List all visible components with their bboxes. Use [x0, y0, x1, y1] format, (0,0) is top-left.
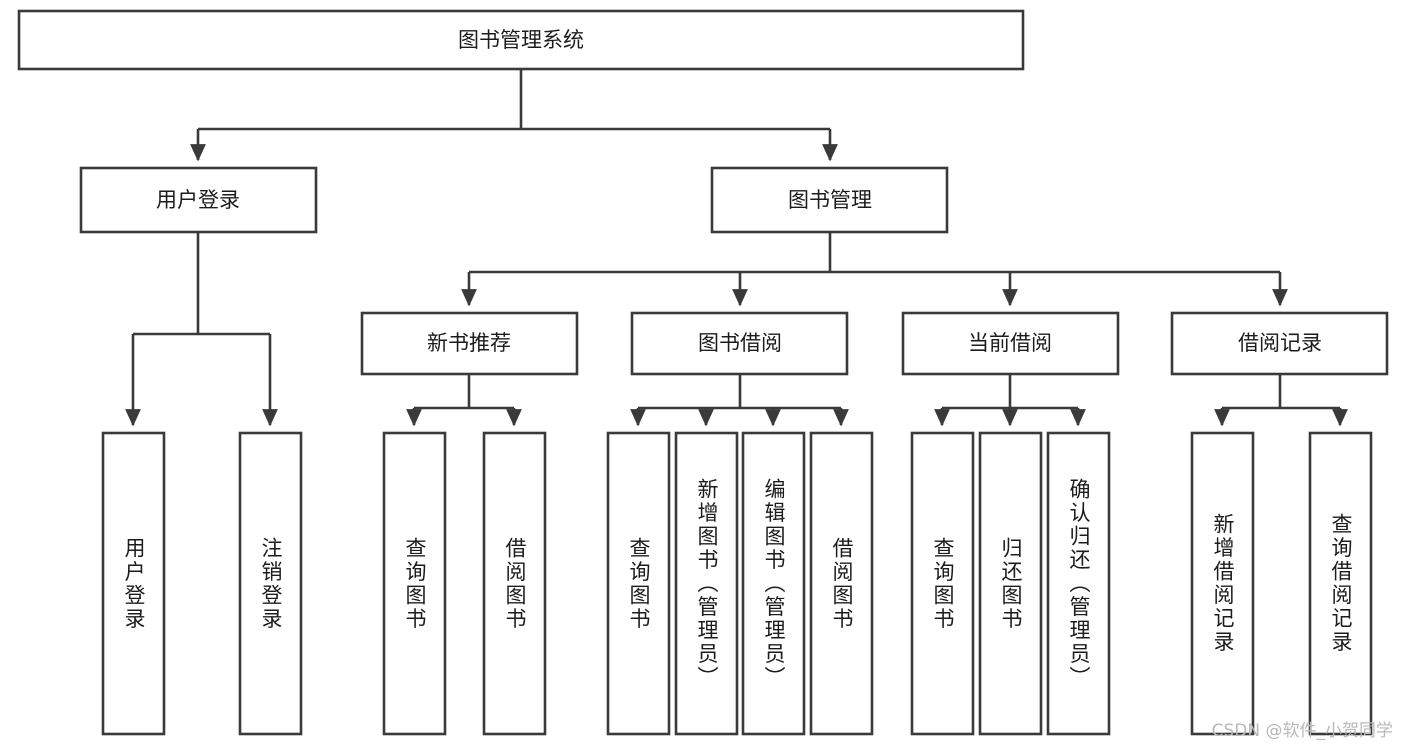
node-leaf-borrow-book-2[interactable] [809, 431, 874, 736]
node-leaf-confirm-return[interactable] [1046, 431, 1111, 736]
node-current-borrow-label: 当前借阅 [968, 331, 1052, 355]
connector-newbook-to-leaves [406, 374, 522, 427]
node-leaf-query-book-3[interactable] [910, 431, 975, 736]
connector-borrowrecord-to-leaves [1214, 374, 1348, 427]
node-leaf-add-record[interactable] [1190, 431, 1255, 736]
connector-bookmanage-to-level3 [461, 232, 1288, 307]
node-leaf-query-book-1[interactable] [382, 431, 447, 736]
connector-currentborrow-to-leaves [934, 374, 1086, 427]
node-leaf-query-book-2[interactable] [606, 431, 671, 736]
connector-userlogin-to-leaves [125, 232, 278, 427]
node-borrow-record-label: 借阅记录 [1238, 331, 1322, 355]
node-book-borrow-label: 图书借阅 [698, 331, 782, 355]
node-user-login-label: 用户登录 [156, 188, 240, 212]
node-leaf-query-record[interactable] [1308, 431, 1373, 736]
node-leaf-user-login[interactable] [101, 431, 166, 736]
node-leaf-edit-book[interactable] [741, 431, 806, 736]
node-new-book-rec[interactable]: 新书推荐 [360, 311, 579, 376]
node-borrow-record[interactable]: 借阅记录 [1170, 311, 1389, 376]
node-leaf-logout[interactable] [238, 431, 303, 736]
node-book-manage[interactable]: 图书管理 [710, 166, 949, 234]
node-leaf-borrow-book-1[interactable] [482, 431, 547, 736]
node-book-borrow[interactable]: 图书借阅 [630, 311, 849, 376]
watermark-text: CSDN @软件_小贺同学 [1211, 721, 1393, 741]
connector-root-to-level2 [190, 69, 838, 162]
connector-bookborrow-to-leaves [630, 374, 849, 427]
node-root[interactable]: 图书管理系统 [17, 9, 1025, 71]
node-leaf-add-book[interactable] [674, 431, 739, 736]
node-new-book-rec-label: 新书推荐 [427, 331, 511, 355]
node-user-login[interactable]: 用户登录 [79, 166, 318, 234]
node-leaf-return-book[interactable] [978, 431, 1043, 736]
node-current-borrow[interactable]: 当前借阅 [901, 311, 1120, 376]
node-root-label: 图书管理系统 [458, 28, 584, 52]
node-book-manage-label: 图书管理 [788, 188, 872, 212]
